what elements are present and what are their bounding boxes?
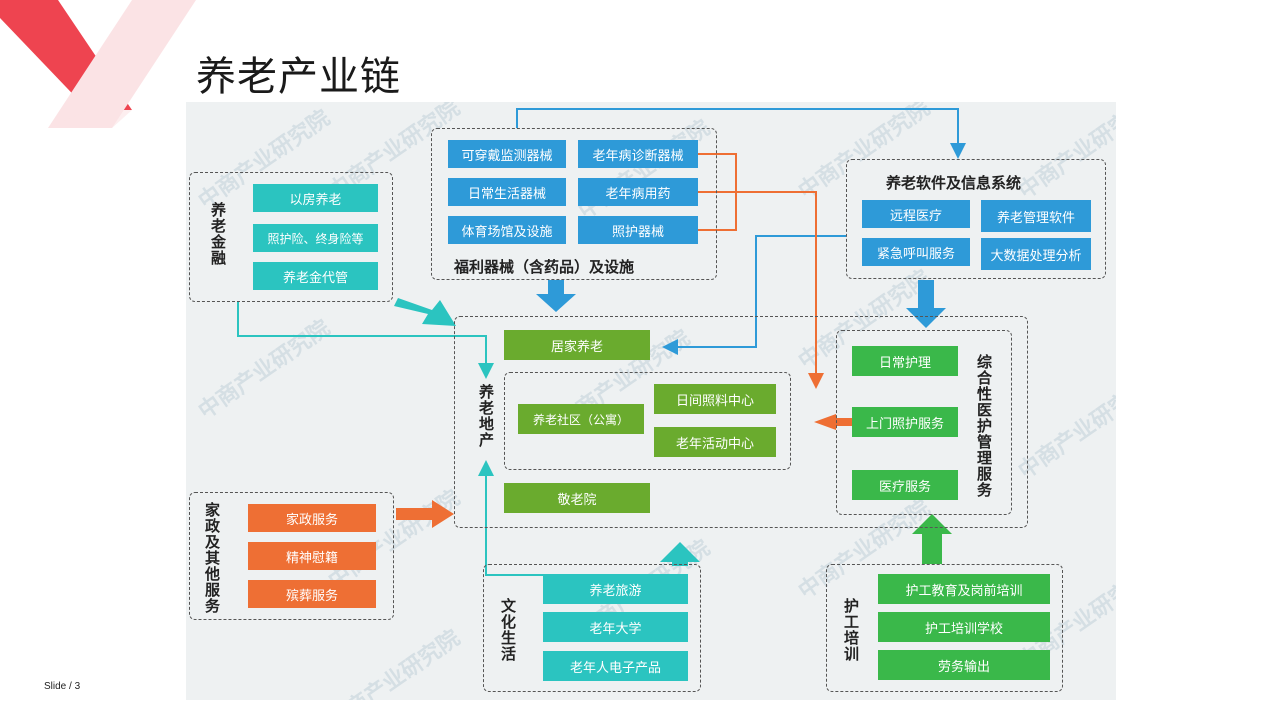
nursing-home-box: 敬老院 [504, 483, 650, 513]
senior-activity-center: 老年活动中心 [654, 427, 776, 457]
day-care-center: 日间照料中心 [654, 384, 776, 414]
software-label: 养老软件及信息系统 [886, 174, 1022, 192]
culture-item: 养老旅游 [543, 574, 688, 604]
medical-label: 综合性医护管理服务 [975, 354, 993, 498]
medical-care-group [836, 330, 1012, 515]
training-item: 护工教育及岗前培训 [878, 574, 1050, 604]
domestic-item: 家政服务 [248, 504, 376, 532]
slide-number: Slide / 3 [44, 681, 81, 692]
culture-item: 老年人电子产品 [543, 651, 688, 681]
domestic-item: 殡葬服务 [248, 580, 376, 608]
welfare-item: 老年病用药 [578, 178, 698, 206]
community-group [504, 372, 791, 470]
welfare-label: 福利器械（含药品）及设施 [454, 258, 635, 276]
welfare-item: 照护器械 [578, 216, 698, 244]
real-estate-group [454, 316, 1028, 528]
real-estate-label: 养老地产 [477, 384, 495, 448]
culture-label: 文化生活 [499, 598, 517, 662]
welfare-item: 日常生活器械 [448, 178, 566, 206]
training-label: 护工培训 [842, 598, 860, 662]
finance-label: 养老金融 [209, 202, 227, 266]
home-care-box: 居家养老 [504, 330, 650, 360]
welfare-equipment-group [431, 128, 717, 280]
software-item: 养老管理软件 [981, 200, 1091, 232]
caregiver-training-group [826, 564, 1063, 692]
software-item: 紧急呼叫服务 [862, 238, 970, 266]
training-item: 劳务输出 [878, 650, 1050, 680]
finance-group [189, 172, 393, 302]
welfare-item: 可穿戴监测器械 [448, 140, 566, 168]
culture-group [483, 564, 701, 692]
industry-chain-diagram: 中商产业研究院 中商产业研究院 中商产业研究院 中商产业研究院 中商产业研究院 … [186, 102, 1116, 700]
corner-decoration [0, 0, 196, 128]
page-title: 养老产业链 [196, 54, 401, 100]
medical-item: 日常护理 [852, 346, 958, 376]
medical-item: 医疗服务 [852, 470, 958, 500]
medical-item: 上门照护服务 [852, 407, 958, 437]
culture-item: 老年大学 [543, 612, 688, 642]
domestic-item: 精神慰籍 [248, 542, 376, 570]
software-item: 大数据处理分析 [981, 238, 1091, 270]
finance-item: 照护险、终身险等 [253, 224, 378, 252]
finance-item: 以房养老 [253, 184, 378, 212]
training-item: 护工培训学校 [878, 612, 1050, 642]
welfare-item: 老年病诊断器械 [578, 140, 698, 168]
software-group [846, 159, 1106, 279]
software-item: 远程医疗 [862, 200, 970, 228]
finance-item: 养老金代管 [253, 262, 378, 290]
domestic-services-group [189, 492, 394, 620]
community-box: 养老社区（公寓） [518, 404, 644, 434]
domestic-label: 家政及其他服务 [203, 502, 221, 614]
welfare-item: 体育场馆及设施 [448, 216, 566, 244]
